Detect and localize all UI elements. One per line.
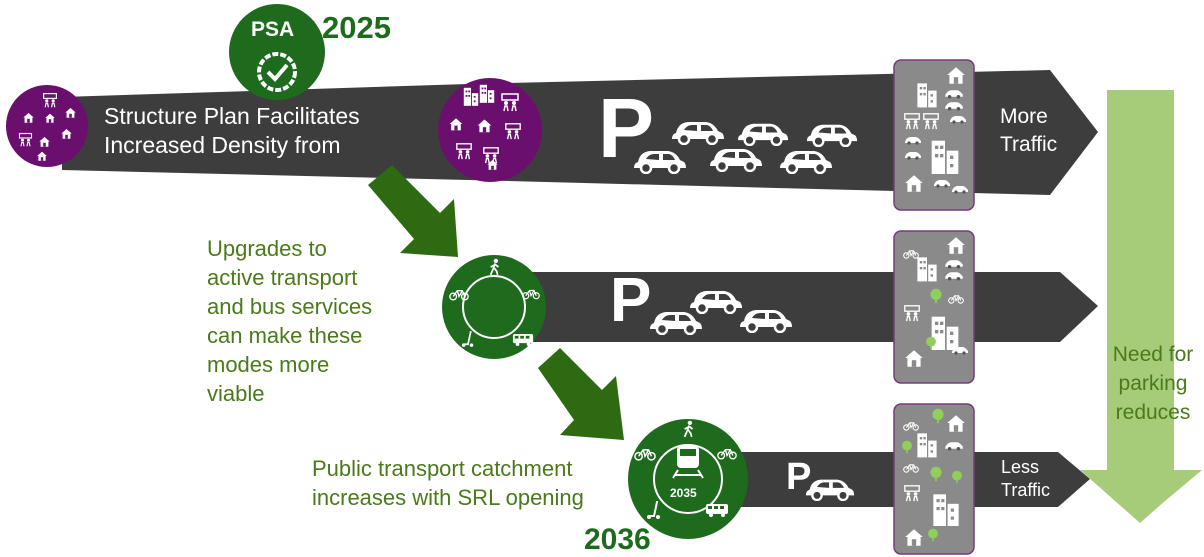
density-circle-start [6,85,88,167]
bottom-band [680,452,1090,507]
structure-plan-text: Structure Plan Facilitates Increased Den… [104,102,360,160]
neighbourhood-card-bottom [893,403,975,555]
public-transport-circle [628,419,748,539]
more-traffic-line-2: Traffic [1000,133,1058,156]
caption-line: and bus services [207,294,373,319]
neighbourhood-card-middle [893,230,975,384]
psa-badge-label: PSA [251,18,295,41]
parking-reduces-arrow [1078,90,1202,523]
less-traffic-line-2: Traffic [1001,480,1051,500]
structure-plan-line-2: Increased Density from [104,132,341,158]
active-transport-caption: Upgrades to active transport and bus ser… [207,234,372,408]
psa-badge [229,4,325,100]
caption-line: reduces [1115,401,1191,424]
caption-line: Upgrades to [207,236,327,261]
more-traffic-line-1: More [1000,105,1048,128]
parking-sign-middle: P [610,266,652,335]
year-2025-label: 2025 [322,10,391,45]
middle-band [495,272,1098,342]
top-band [62,70,1098,195]
arrow-to-public-transport [538,348,624,440]
caption-line: Public transport catchment [312,456,573,481]
public-transport-caption: Public transport catchment increases wit… [312,454,584,512]
arrow-to-active-transport [368,165,458,257]
checkmark-badge-icon [257,52,297,92]
caption-line: modes more [207,352,330,377]
caption-line: parking [1118,372,1188,395]
caption-line: Need for [1112,343,1194,366]
neighbourhood-card-top [893,59,975,211]
more-traffic-label: More Traffic [1000,103,1057,159]
train-icon [672,446,704,479]
active-transport-circle [442,255,546,359]
caption-line: viable [207,381,265,406]
year-2036-label: 2036 [584,523,651,556]
parking-sign-top: P [598,81,655,175]
density-circle-end [438,78,542,182]
structure-plan-line-1: Structure Plan Facilitates [104,103,360,129]
caption-line: active transport [207,265,358,290]
caption-line: increases with SRL opening [312,485,584,510]
parking-sign-bottom: P [786,456,812,498]
parking-need-caption: Need for parking reduces [1105,340,1201,427]
caption-line: can make these [207,323,363,348]
less-traffic-label: Less Traffic [1001,456,1050,502]
circle-year-label: 2035 [670,486,697,500]
less-traffic-line-1: Less [1001,457,1040,477]
